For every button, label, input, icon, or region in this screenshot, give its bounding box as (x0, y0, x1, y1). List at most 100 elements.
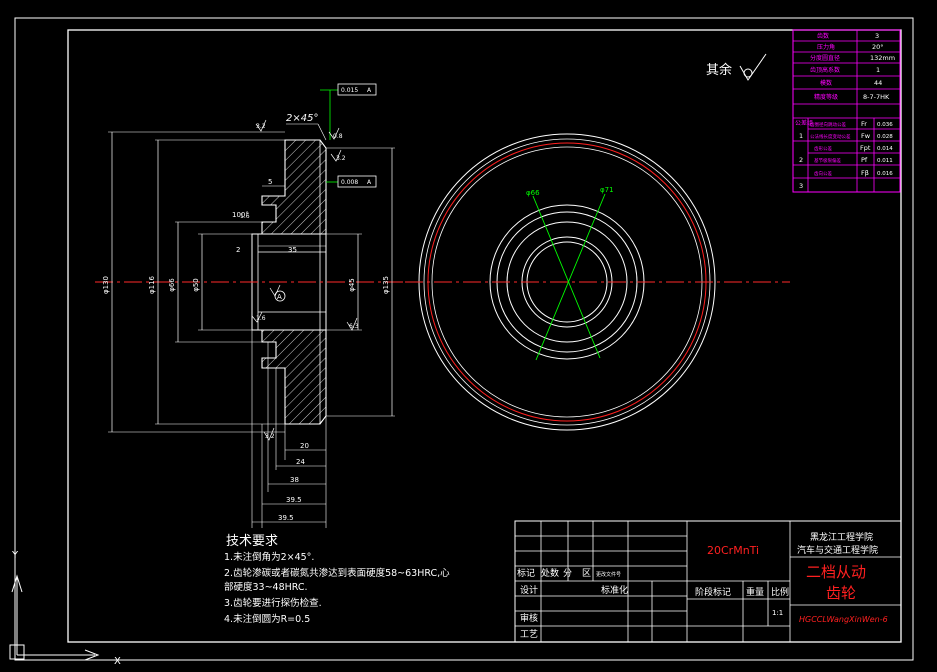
front-dim-66: φ66 (526, 189, 540, 197)
dim-2: 2 (236, 246, 240, 254)
datum-label: A (277, 293, 282, 301)
tb-part-name-1: 二档从动 (806, 563, 866, 581)
tech-item-2b: 部硬度33~48HRC. (224, 581, 308, 593)
param-value-3: 1 (876, 66, 880, 74)
roughness-symbol-icon (739, 53, 767, 81)
rough-1: 3.2 (256, 123, 266, 130)
rough-3: 3.2 (336, 155, 346, 162)
tb-zone: 分 (563, 568, 572, 579)
tolerance-frame-2 (337, 175, 377, 188)
tb-weight: 重量 (746, 586, 764, 598)
roughness-note: 其余 (706, 62, 732, 78)
rough-5: 3.2 (265, 433, 275, 440)
dim-5: 5 (268, 178, 272, 186)
ucs-icon (9, 574, 100, 661)
param-label-0: 齿数 (817, 32, 829, 40)
tb-scale-value: 1:1 (772, 609, 783, 617)
tb-part-name-2: 齿轮 (826, 584, 856, 602)
dim-35: 35 (288, 246, 297, 254)
tb-drawing-no: HGCCLWangXinWen-6 (799, 615, 888, 624)
tol-val-0: 0.036 (877, 122, 893, 128)
dim-d116: φ116 (148, 275, 156, 294)
tech-item-3: 3.齿轮要进行探伤检查. (224, 597, 322, 609)
param-label-1: 压力角 (817, 43, 835, 51)
tol-sym-4: Fβ (861, 169, 869, 177)
tol-name-1: 公法线长度变动公差 (810, 133, 851, 140)
tech-item-1: 1.未注倒角为2×45°. (224, 551, 314, 563)
rough-2: 0.8 (333, 133, 343, 140)
front-view (405, 133, 790, 431)
tol-sym-2: Fpt (860, 144, 871, 152)
tol-1-datum: A (367, 87, 372, 94)
tol-name-2: 齿形公差 (814, 145, 832, 152)
tol-name-3: 基节极限偏差 (814, 157, 841, 164)
hub-section-top (261, 139, 327, 235)
tol-val-4: 0.016 (877, 171, 893, 177)
rough-7: 6.3 (349, 323, 359, 330)
param-value-2: 132mm (870, 54, 895, 62)
chamfer-label: 2×45° (286, 113, 318, 124)
tb-school: 黑龙江工程学院 (810, 531, 873, 543)
tol-val-3: 0.011 (877, 158, 893, 164)
tech-item-4: 4.未注倒圆为R=0.5 (224, 613, 310, 625)
tol-name-0: 齿圈径向跳动公差 (810, 121, 846, 128)
dim-20: 20 (300, 442, 309, 450)
ucs-y: Y (11, 550, 19, 561)
tol-2-value: 0.008 (341, 179, 358, 186)
param-value-5: 8-7-7HK (863, 93, 890, 101)
dim-39-5b: 39.5 (278, 514, 294, 522)
sheet-border (14, 17, 914, 661)
tol-sym-0: Fr (861, 120, 867, 128)
tolerance-frame-1 (337, 83, 377, 96)
rough-4: 1.6 (256, 315, 266, 322)
ucs-x: X (114, 656, 121, 667)
tech-title: 技术要求 (226, 534, 278, 549)
tb-stage-mark: 阶段标记 (695, 586, 731, 598)
dim-d135: φ135 (382, 276, 390, 294)
tb-department: 汽车与交通工程学院 (797, 544, 878, 556)
datum-marker (274, 290, 286, 302)
tb-scale: 比例 (771, 586, 789, 598)
tech-item-2: 2.齿轮渗碳或者碳氮共渗达到表面硬度58~63HRC,心 (224, 567, 450, 579)
param-label-5: 精度等级 (814, 93, 838, 101)
tb-change-doc: 更改文件号 (596, 571, 621, 578)
tol-n-4: 3 (799, 182, 803, 190)
dim-100deg: 100° (232, 211, 249, 219)
param-value-0: 3 (875, 32, 879, 40)
tol-sym-1: Fw (861, 132, 871, 140)
title-block: 标记 处数 分 区 更改文件号 设计 标准化 审核 工艺 阶段标记 重量 比例 … (514, 520, 902, 643)
section-view: φ130 φ116 φ66 φ50 φ45 φ135 5 35 100 (95, 83, 405, 528)
rough-6: 1.6 (240, 213, 250, 220)
drawing-frame (67, 29, 902, 643)
tb-design: 设计 (520, 584, 538, 596)
params-table: 齿数 压力角 分度圆直径 齿顶高系数 模数 精度等级 公差组 齿圈径向跳动公差 … (792, 29, 901, 193)
dim-39-5a: 39.5 (286, 496, 302, 504)
hub-section-bottom (261, 329, 327, 425)
tol-val-1: 0.028 (877, 134, 893, 140)
dim-d50: φ50 (192, 278, 200, 292)
tb-zone2: 区 (582, 568, 591, 579)
param-group-label: 公差组 (795, 119, 813, 127)
dim-d66: φ66 (168, 278, 176, 292)
front-dim-71: φ71 (600, 186, 614, 194)
tol-1-value: 0.015 (341, 87, 358, 94)
param-label-2: 分度圆直径 (810, 54, 840, 62)
param-value-4: 44 (874, 79, 882, 87)
tb-mark: 标记 (517, 567, 535, 579)
tol-val-2: 0.014 (877, 146, 893, 152)
tb-material: 20CrMnTi (707, 544, 759, 557)
dim-d45: φ45 (348, 278, 356, 292)
dim-24: 24 (296, 458, 305, 466)
tb-process: 工艺 (520, 629, 538, 640)
param-value-1: 20° (872, 43, 884, 51)
param-label-4: 模数 (820, 79, 832, 87)
tol-n-2: 2 (799, 156, 803, 164)
tol-name-4: 齿向公差 (814, 170, 832, 177)
dim-38: 38 (290, 476, 299, 484)
tol-2-datum: A (367, 179, 372, 186)
tb-standard: 标准化 (601, 584, 628, 596)
tb-count: 处数 (541, 567, 559, 579)
tol-n-0: 1 (799, 132, 803, 140)
param-label-3: 齿顶高系数 (810, 66, 840, 74)
